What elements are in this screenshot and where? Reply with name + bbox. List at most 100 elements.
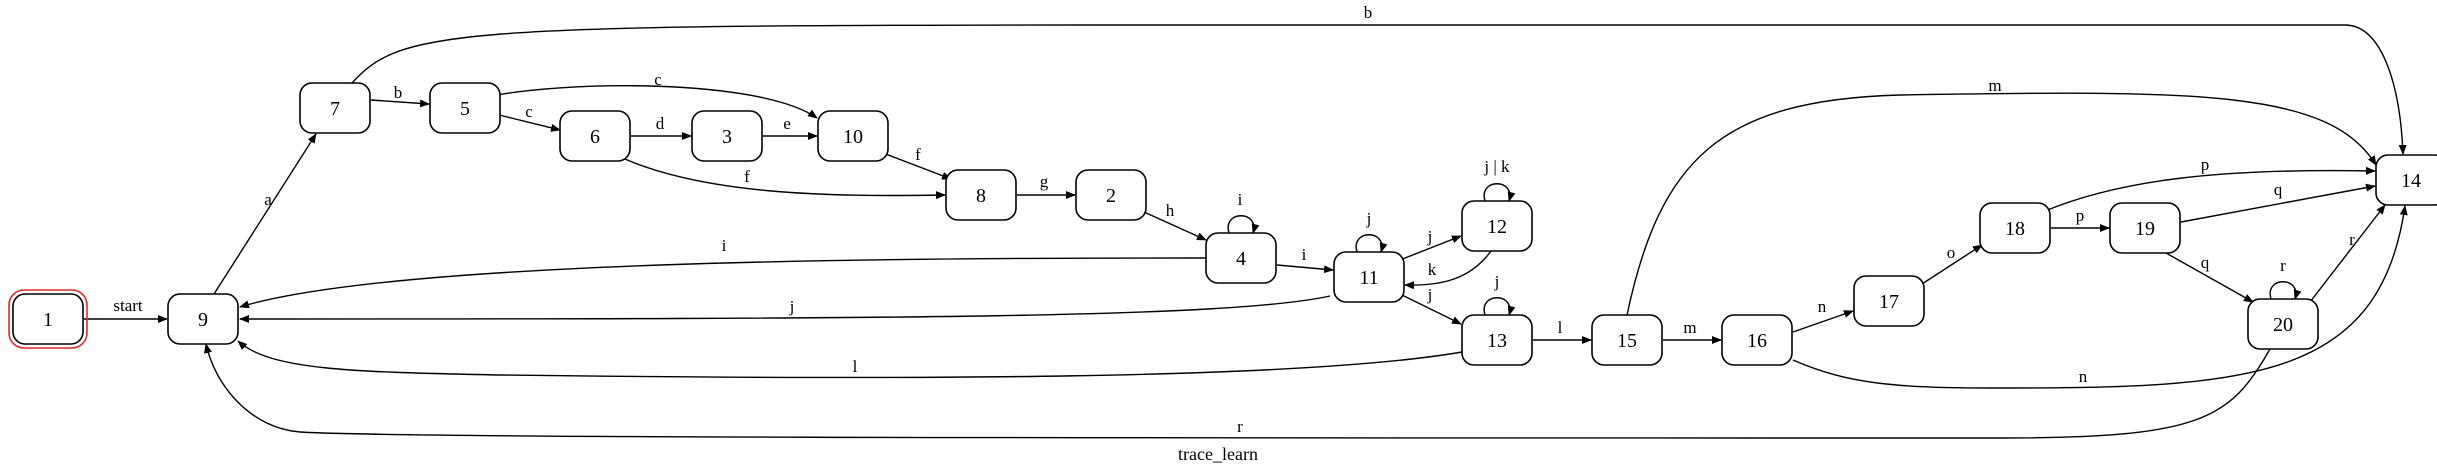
edge-11-to-13-j: j <box>1399 285 1462 325</box>
edge-line <box>2044 166 2376 212</box>
edge-line <box>1227 215 1260 234</box>
node-box <box>1205 232 1277 284</box>
node-label: 5 <box>460 98 470 120</box>
edge-line <box>2180 183 2376 223</box>
edge-9-to-7-a: a <box>213 133 317 295</box>
edge-line <box>1355 234 1388 253</box>
state-node-3: 3 <box>691 110 763 162</box>
state-node-5: 5 <box>429 82 501 134</box>
edge-label: r <box>1237 417 1243 436</box>
node-label: 11 <box>1359 267 1378 289</box>
node-box <box>1461 314 1533 366</box>
node-label: 2 <box>1106 185 1116 207</box>
node-box <box>1591 314 1663 366</box>
edge-label: q <box>2201 253 2210 272</box>
edge-label: j <box>789 297 795 316</box>
edge-label: d <box>656 114 665 133</box>
node-label: 12 <box>1487 216 1507 238</box>
edge-label: i <box>1238 190 1243 209</box>
edge-20-to-9-r: r <box>204 343 2271 439</box>
edge-17-to-18-o: o <box>1921 243 1983 285</box>
edge-2-to-4-h: h <box>1143 201 1207 241</box>
state-node-15: 15 <box>1591 314 1663 366</box>
node-box <box>167 293 239 345</box>
node-box <box>559 110 631 162</box>
edge-label: l <box>1558 318 1563 337</box>
node-label: 6 <box>590 126 600 148</box>
edge-13-to-9-l: l <box>237 340 1463 379</box>
graph-title: trace_learn <box>1178 444 1258 464</box>
edge-20-to-20-r: r <box>2269 256 2302 300</box>
edge-label: e <box>783 114 791 133</box>
edge-line <box>1404 250 1492 290</box>
node-box <box>1461 200 1533 252</box>
node-box <box>2109 202 2181 254</box>
edge-line <box>2165 252 2254 303</box>
edge-18-to-14-p: p <box>2044 155 2376 212</box>
edge-4-to-11-i: i <box>1276 245 1334 274</box>
node-box <box>691 110 763 162</box>
edge-5-to-6-c: c <box>498 102 561 132</box>
state-node-13: 13 <box>1461 314 1533 366</box>
edge-11-to-12-j: j <box>1399 227 1462 261</box>
edge-label: c <box>525 102 533 121</box>
edge-label: f <box>915 145 921 164</box>
edge-line <box>2309 204 2386 303</box>
node-label: 13 <box>1487 330 1507 352</box>
edge-label: h <box>1166 201 1175 220</box>
edge-19-to-14-q: q <box>2180 180 2376 223</box>
node-box <box>2375 154 2437 206</box>
edge-line <box>1792 205 2408 389</box>
edge-line <box>615 154 946 200</box>
edge-line <box>1143 211 1207 241</box>
edge-label: o <box>1947 243 1956 262</box>
node-box <box>1853 275 1925 327</box>
edge-7-to-14-b: b <box>351 3 2407 155</box>
state-node-8: 8 <box>945 169 1017 221</box>
edge-11-to-9-j: j <box>239 295 1331 323</box>
state-node-11: 11 <box>1333 251 1405 303</box>
edge-8-to-2-g: g <box>1017 172 1076 199</box>
node-label: 7 <box>330 98 340 120</box>
node-label: 9 <box>198 309 208 331</box>
edge-line <box>882 152 952 180</box>
node-box <box>945 169 1017 221</box>
edge-label: n <box>2079 367 2088 386</box>
node-label: 4 <box>1236 248 1246 270</box>
node-box <box>299 82 371 134</box>
node-label: 10 <box>843 126 863 148</box>
edge-line <box>481 85 818 119</box>
edge-label: a <box>264 190 272 209</box>
edge-label: q <box>2274 180 2283 199</box>
edge-label: i <box>1302 245 1307 264</box>
node-label: 19 <box>2135 218 2155 240</box>
edge-label: j <box>1427 227 1433 246</box>
edge-line <box>213 133 317 295</box>
edge-line <box>498 114 561 132</box>
edge-16-to-14-n: n <box>1792 205 2408 389</box>
edge-line <box>239 295 1331 323</box>
state-node-9: 9 <box>167 293 239 345</box>
node-box <box>12 293 84 345</box>
node-label: 20 <box>2273 314 2293 336</box>
edge-label: b <box>394 83 403 102</box>
state-node-18: 18 <box>1979 202 2051 254</box>
node-box <box>429 82 501 134</box>
state-node-7: 7 <box>299 82 371 134</box>
state-node-4: 4 <box>1205 232 1277 284</box>
edge-label: k <box>1428 260 1437 279</box>
edge-label: p <box>2076 206 2085 225</box>
edge-label: r <box>2280 256 2286 275</box>
state-node-17: 17 <box>1853 275 1925 327</box>
state-node-6: 6 <box>559 110 631 162</box>
edge-line <box>1399 293 1462 325</box>
edge-label: m <box>1683 318 1696 337</box>
edge-label: l <box>853 357 858 376</box>
state-node-19: 19 <box>2109 202 2181 254</box>
edge-line <box>1483 297 1516 316</box>
node-box <box>1721 314 1793 366</box>
edge-label: i <box>722 236 727 255</box>
